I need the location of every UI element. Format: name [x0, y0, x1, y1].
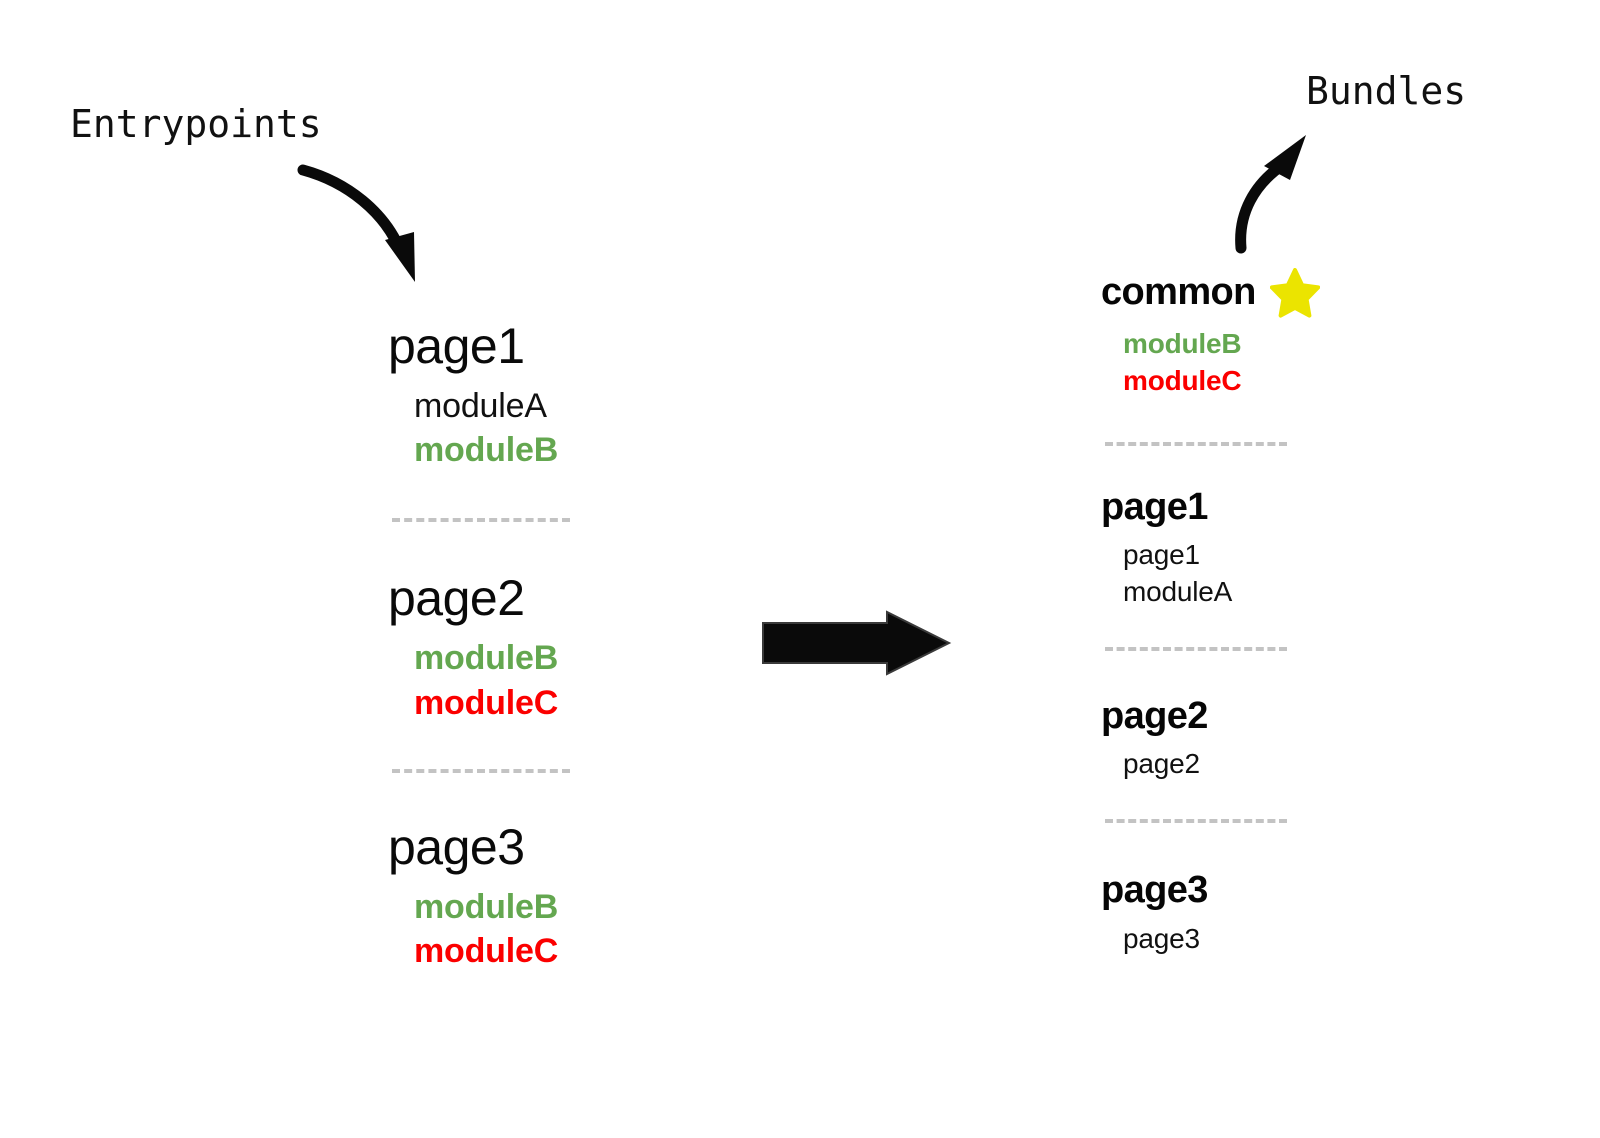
bundle-item: page1	[1123, 539, 1200, 571]
bundle-title-page2: page2	[1101, 695, 1208, 738]
bundle-title-row-page1: page1	[1101, 486, 1361, 529]
right-block-arrow-icon	[762, 610, 952, 676]
bundle-group-page2: page2 page2	[1101, 695, 1361, 783]
entrypoint-modules-page1: moduleA moduleB	[388, 384, 608, 472]
module-item: moduleB	[414, 887, 559, 926]
curved-arrow-down-icon	[297, 164, 415, 282]
entrypoint-group-page3: page3 moduleB moduleC	[388, 819, 608, 973]
module-item: moduleB	[414, 431, 559, 470]
entrypoint-group-page2: page2 moduleB moduleC	[388, 570, 608, 724]
bundle-group-common: common moduleB moduleC	[1101, 268, 1361, 400]
bundle-title-page1: page1	[1101, 485, 1208, 528]
module-item: moduleC	[414, 931, 559, 970]
entrypoints-column: page1 moduleA moduleB page2 moduleB modu…	[388, 318, 608, 973]
bundle-item: moduleA	[1123, 576, 1233, 608]
bundle-group-page1: page1 page1 moduleA	[1101, 486, 1361, 611]
entrypoint-group-page1: page1 moduleA moduleB	[388, 318, 608, 472]
bundle-items-page1: page1 moduleA	[1101, 537, 1361, 611]
entrypoints-label: Entrypoints	[70, 102, 322, 146]
bundle-items-page2: page2	[1101, 746, 1361, 783]
bundle-title-row-page2: page2	[1101, 695, 1361, 738]
curved-arrow-up-icon	[1235, 135, 1306, 254]
module-item: moduleA	[414, 387, 547, 425]
bundle-item: moduleB	[1123, 328, 1242, 359]
bundle-title-common: common	[1101, 271, 1256, 314]
entrypoint-title-page1: page1	[388, 318, 525, 374]
bundle-title-page3: page3	[1101, 869, 1208, 912]
entrypoint-modules-page2: moduleB moduleC	[388, 636, 608, 724]
bundle-title-row-page3: page3	[1101, 869, 1361, 912]
bundle-items-page3: page3	[1101, 921, 1361, 958]
separator	[1105, 647, 1287, 652]
entrypoint-title-page3: page3	[388, 818, 525, 875]
separator	[1105, 441, 1287, 446]
entrypoint-modules-page3: moduleB moduleC	[388, 885, 608, 973]
bundle-items-common: moduleB moduleC	[1101, 326, 1361, 400]
separator	[392, 768, 570, 773]
bundles-column: common moduleB moduleC page1 page1 modul…	[1101, 268, 1361, 958]
star-icon	[1269, 268, 1320, 318]
bundle-item: page3	[1123, 922, 1200, 954]
module-item: moduleB	[414, 639, 559, 678]
entrypoint-title-page2: page2	[388, 570, 525, 627]
bundle-group-page3: page3 page3	[1101, 869, 1361, 957]
module-item: moduleC	[414, 683, 559, 722]
bundle-item: moduleC	[1123, 364, 1242, 396]
bundle-item: page2	[1123, 748, 1200, 780]
bundle-title-row-common: common	[1101, 268, 1361, 318]
bundles-label: Bundles	[1306, 69, 1467, 113]
separator	[392, 518, 570, 523]
separator	[1105, 819, 1287, 824]
